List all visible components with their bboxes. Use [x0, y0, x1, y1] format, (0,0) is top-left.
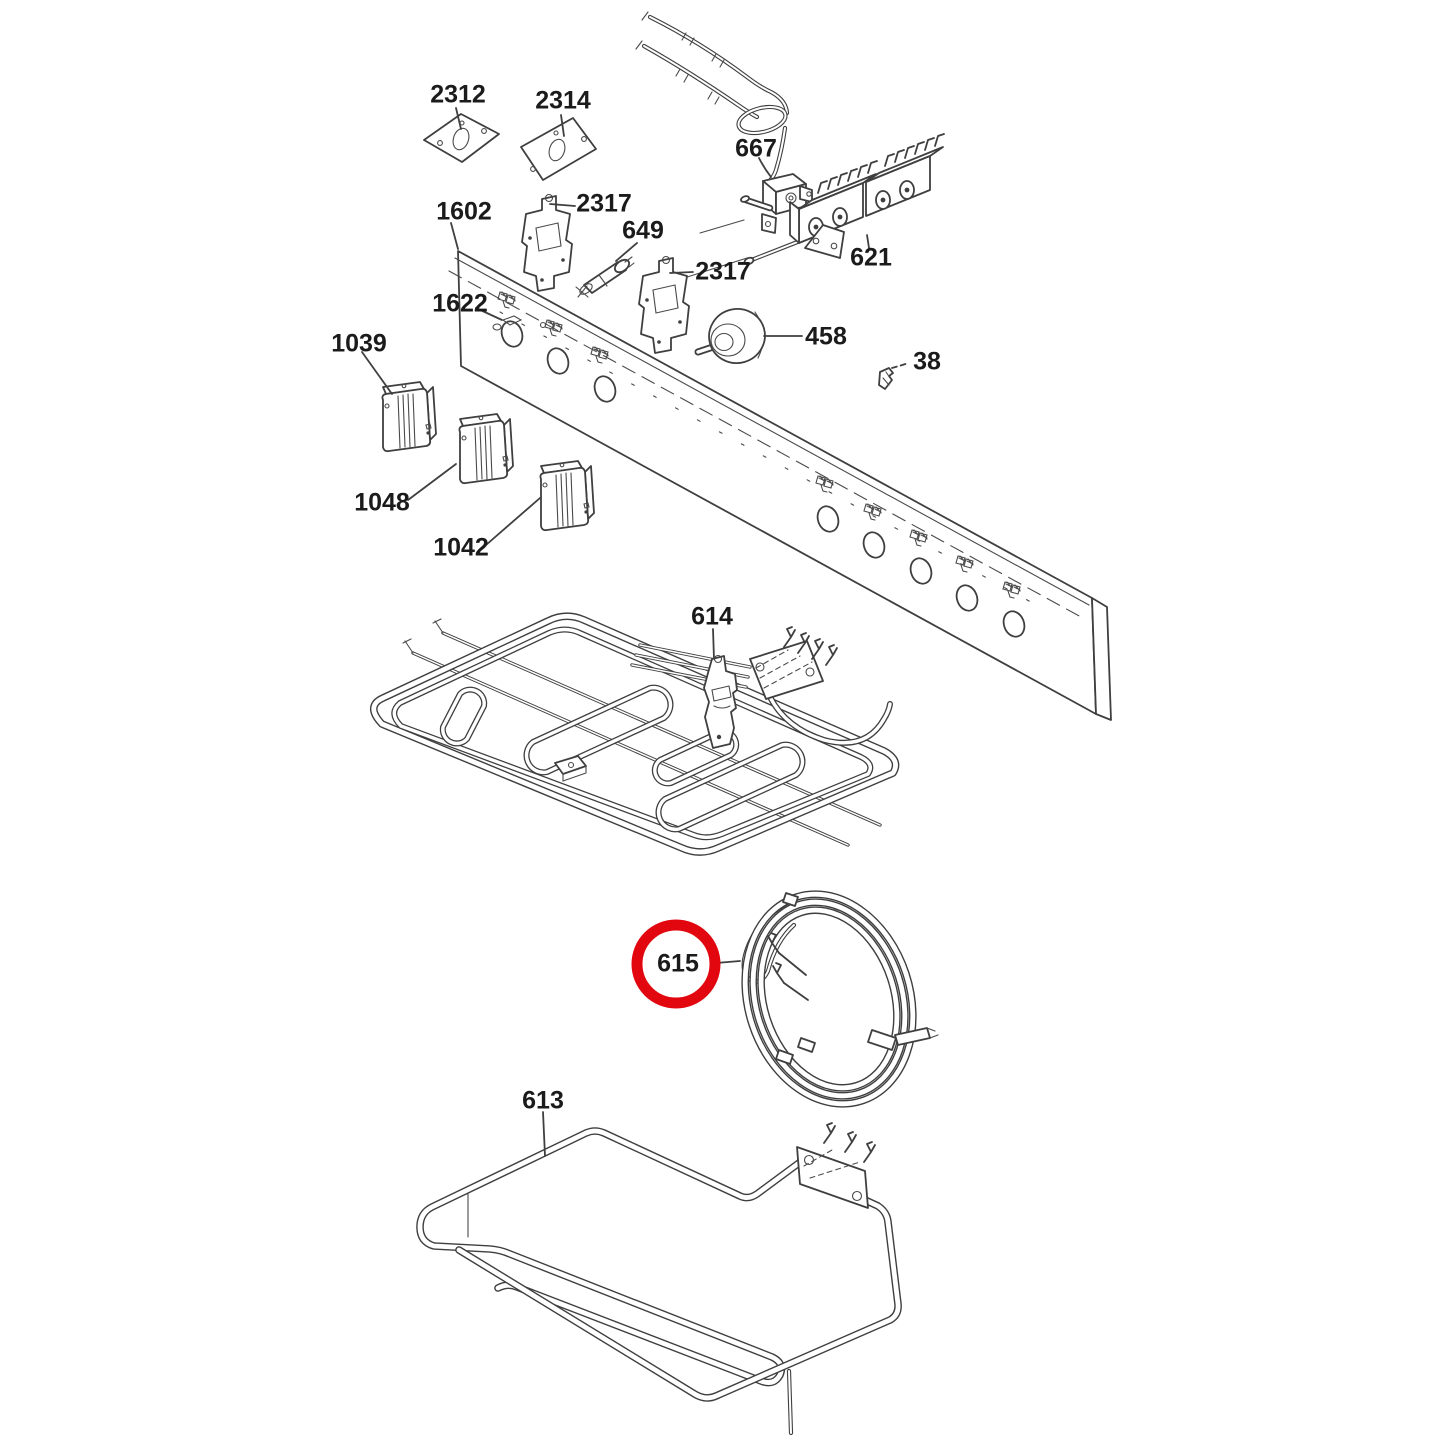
ring-element-drawing: [741, 890, 939, 1108]
terminal-block-614: [749, 626, 838, 700]
small-clip-drawing: [878, 367, 894, 390]
bake-element-drawing: [420, 1122, 898, 1433]
mounting-plate-2312-drawing: [423, 113, 500, 163]
part-label-38: 38: [913, 347, 941, 376]
mounting-plate-2314-drawing: [520, 117, 597, 181]
part-label-614: 614: [691, 602, 733, 631]
part-label-1042: 1042: [433, 533, 489, 562]
highlight-ring: [631, 919, 721, 1009]
element-bracket-614: [703, 654, 738, 749]
part-label-2317-right: 2317: [695, 257, 751, 286]
part-label-613: 613: [522, 1086, 564, 1115]
part-label-1048: 1048: [354, 488, 410, 517]
lamp-drawing: [575, 256, 635, 298]
part-label-458: 458: [805, 322, 847, 351]
part-label-1622: 1622: [432, 289, 488, 318]
knob-1048-drawing: [458, 413, 514, 485]
part-label-667: 667: [735, 134, 777, 163]
bracket-2317-right-drawing: [638, 255, 690, 354]
part-label-1039: 1039: [331, 329, 387, 358]
part-label-2317-left: 2317: [576, 189, 632, 218]
part-label-2314: 2314: [535, 86, 591, 115]
part-label-615-highlighted: 615: [657, 949, 699, 978]
part-label-649: 649: [622, 216, 664, 245]
bracket-2317-left-drawing: [521, 193, 573, 292]
part-label-2312: 2312: [430, 80, 486, 109]
grill-element-drawing: [374, 616, 896, 852]
terminal-plate-613: [796, 1122, 876, 1209]
switch-bank-drawing: [639, 133, 945, 293]
part-label-621: 621: [850, 243, 892, 272]
shaft-roller-drawing: [694, 308, 766, 364]
leader-lines: [361, 107, 910, 1157]
control-panel-drawing: [448, 250, 1112, 721]
part-label-1602: 1602: [436, 197, 492, 226]
thermostat-capillary-drawing: [635, 11, 813, 234]
knob-1042-drawing: [539, 460, 595, 532]
